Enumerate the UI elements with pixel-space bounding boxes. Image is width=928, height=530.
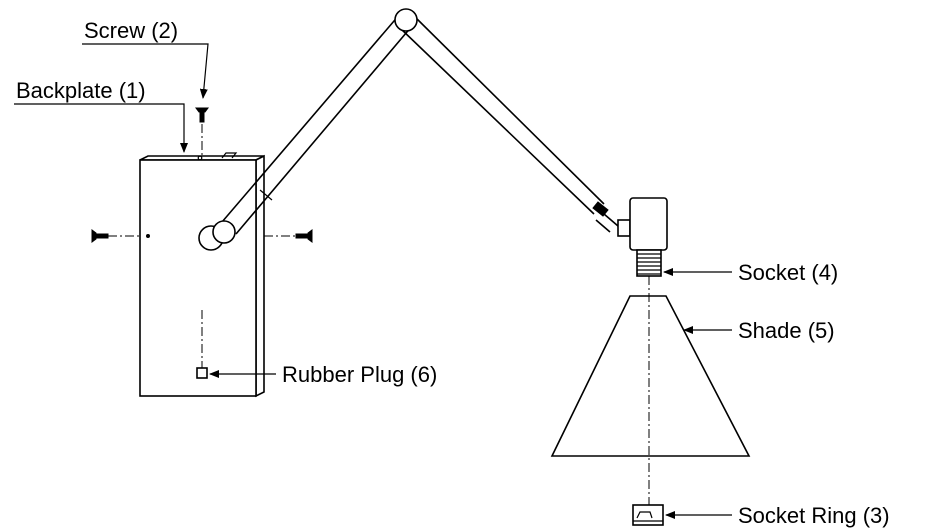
rubber-plug-part bbox=[196, 367, 208, 379]
articulated-arm bbox=[198, 8, 619, 251]
callout-socket-ring: Socket Ring (3) bbox=[738, 503, 890, 528]
screw-top bbox=[195, 107, 209, 123]
backplate-part bbox=[139, 152, 265, 398]
screw-right bbox=[295, 229, 313, 243]
callout-socket: Socket (4) bbox=[738, 260, 838, 285]
screw-left bbox=[91, 229, 109, 243]
lamp-head bbox=[617, 197, 668, 277]
callout-screw: Screw (2) bbox=[84, 18, 178, 43]
callout-backplate: Backplate (1) bbox=[16, 78, 146, 103]
center-lines bbox=[108, 124, 650, 505]
callout-leaders bbox=[14, 43, 732, 519]
shade-part bbox=[550, 295, 751, 457]
socket-ring-part bbox=[632, 504, 664, 526]
callout-shade: Shade (5) bbox=[738, 318, 835, 343]
callout-rubber-plug: Rubber Plug (6) bbox=[282, 362, 437, 387]
